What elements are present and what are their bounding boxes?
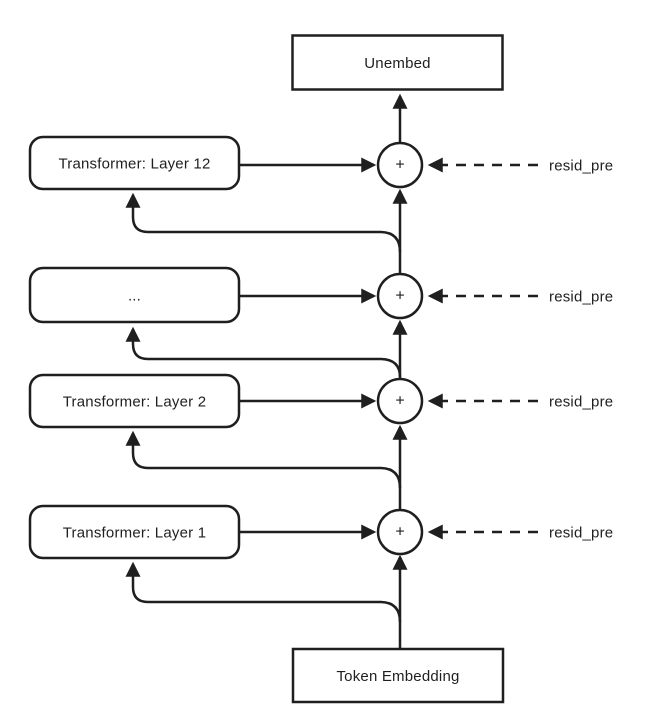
resid-pre-label: resid_pre: [549, 394, 613, 411]
transformer-layer12-box: [28, 135, 241, 191]
diagram-nodes: Unembed Transformer: Layer 12 ... Transf…: [28, 34, 505, 704]
transformer-layer2-label: Transformer: Layer 2: [63, 394, 207, 411]
resid-pre-annotations: resid_pre resid_pre resid_pre resid_pre: [427, 157, 613, 542]
transformer-layer-dots-box: [28, 266, 241, 324]
transformer-layer2-box: [28, 373, 241, 429]
add-node-top: [376, 141, 424, 189]
plus-symbol: +: [395, 157, 404, 174]
plus-symbol: +: [395, 288, 404, 305]
resid-pre-label: resid_pre: [549, 525, 613, 542]
token-embedding-label: Token Embedding: [336, 668, 459, 685]
transformer-layer1-label: Transformer: Layer 1: [63, 525, 207, 542]
resid-pre-label: resid_pre: [549, 158, 613, 175]
transformer-layer1-box: [28, 504, 241, 560]
branch-into-layer1: [125, 561, 402, 623]
token-embedding-box: [291, 647, 505, 704]
add-node-dots: [376, 272, 424, 320]
transformer-layer12-label: Transformer: Layer 12: [58, 156, 210, 173]
unembed-box: [291, 34, 504, 91]
add-nodes: + + + +: [376, 141, 424, 556]
add-node-layer2: [376, 377, 424, 425]
branch-into-layer2: [125, 430, 402, 489]
unembed-label: Unembed: [364, 55, 430, 72]
branch-into-layer-dots: [125, 326, 402, 378]
resid-pre-label: resid_pre: [549, 289, 613, 306]
residual-branch-lines: [125, 192, 402, 623]
branch-into-layer12: [125, 192, 402, 253]
plus-symbol: +: [395, 524, 404, 541]
add-node-layer1: [376, 508, 424, 556]
transformer-layer-dots-label: ...: [128, 288, 141, 305]
plus-symbol: +: [395, 393, 404, 410]
block-output-lines: [239, 157, 377, 540]
